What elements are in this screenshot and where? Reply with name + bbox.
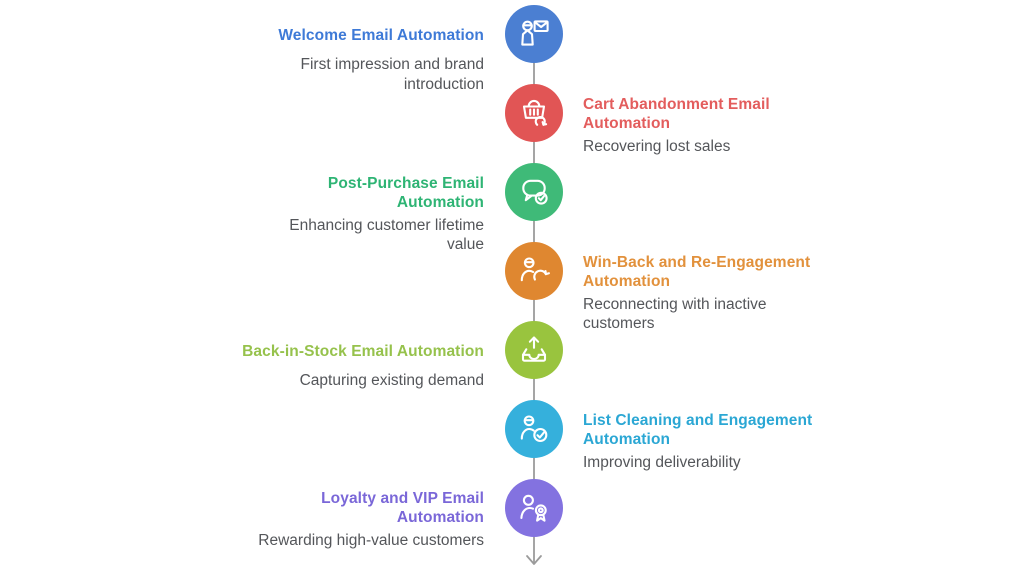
- timeline-item-loyalty-vip: Loyalty and VIP Email Automation Rewardi…: [154, 489, 484, 550]
- timeline-node-back-in-stock: [505, 321, 563, 379]
- timeline-item-win-back: Win-Back and Re-Engagement Automation Re…: [583, 253, 893, 334]
- item-subtitle: Improving deliverability: [583, 453, 741, 471]
- item-subtitle: Capturing existing demand: [299, 372, 484, 390]
- timeline-node-welcome: [505, 5, 563, 63]
- item-title: Win-Back and Re-Engagement Automation: [583, 254, 811, 291]
- item-subtitle: Rewarding high-value customers: [258, 531, 484, 549]
- timeline-item-list-cleaning: List Cleaning and Engagement Automation …: [583, 411, 893, 472]
- item-subtitle: First impression and brand introduction: [300, 56, 485, 94]
- item-title: List Cleaning and Engagement Automation: [583, 412, 813, 449]
- timeline-node-post-purchase: [505, 163, 563, 221]
- item-subtitle: Recovering lost sales: [583, 137, 731, 155]
- item-title: Cart Abandonment Email Automation: [583, 96, 770, 133]
- item-title: Back-in-Stock Email Automation: [242, 343, 484, 360]
- item-subtitle: Reconnecting with inactive customers: [583, 295, 767, 333]
- user-refresh-icon: [520, 257, 550, 282]
- arrow-down-icon: [526, 555, 542, 565]
- basket-refresh-icon: [522, 99, 548, 126]
- user-check-icon: [520, 415, 548, 443]
- inbox-arrow-up-icon: [521, 336, 547, 362]
- timeline-node-list-cleaning: [505, 400, 563, 458]
- timeline-node-cart-abandonment: [505, 84, 563, 142]
- timeline-item-back-in-stock: Back-in-Stock Email Automation Capturing…: [154, 342, 484, 391]
- timeline-node-win-back: [505, 242, 563, 300]
- timeline-item-cart-abandonment: Cart Abandonment Email Automation Recove…: [583, 95, 893, 156]
- timeline-item-post-purchase: Post-Purchase Email Automation Enhancing…: [154, 174, 484, 255]
- item-title: Post-Purchase Email Automation: [327, 175, 484, 212]
- user-award-icon: [520, 494, 547, 522]
- chat-check-icon: [522, 179, 548, 205]
- item-title: Loyalty and VIP Email Automation: [321, 490, 484, 527]
- timeline-node-loyalty-vip: [505, 479, 563, 537]
- item-subtitle: Enhancing customer lifetime value: [289, 216, 484, 254]
- user-mail-icon: [521, 20, 549, 46]
- item-title: Welcome Email Automation: [278, 27, 484, 44]
- timeline-item-welcome: Welcome Email Automation First impressio…: [154, 26, 484, 95]
